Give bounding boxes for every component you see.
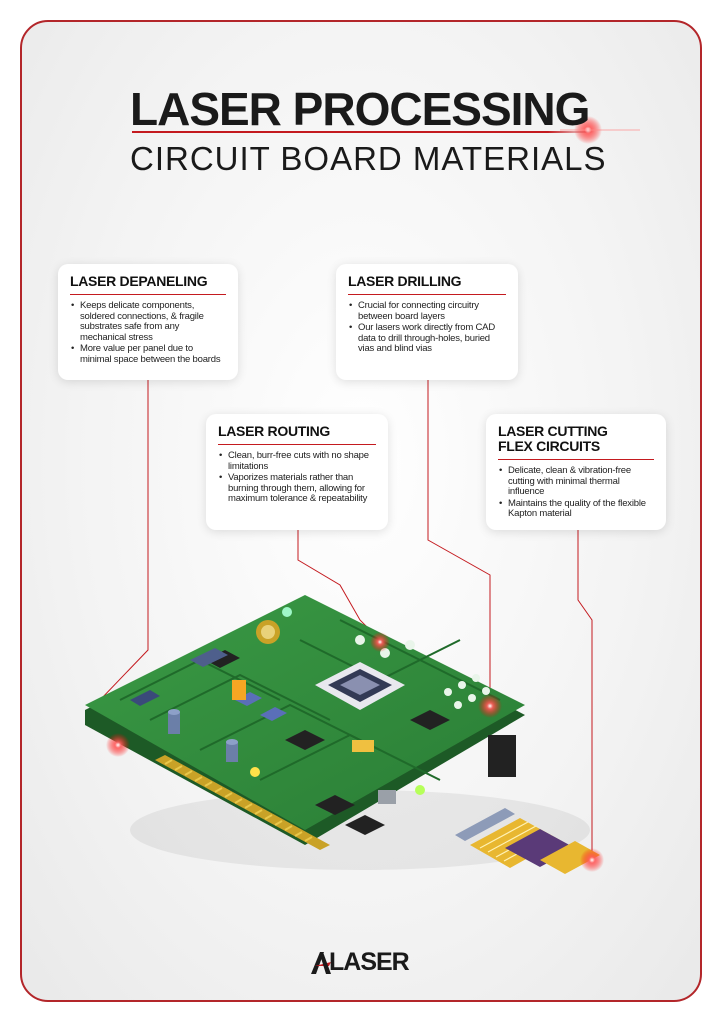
laser-flares: [106, 116, 640, 872]
page-title: LASER PROCESSING: [130, 83, 590, 135]
card-laser-depaneling: LASER DEPANELING Keeps delicate componen…: [58, 264, 238, 380]
bullet-list: Clean, burr-free cuts with no shape limi…: [218, 450, 376, 505]
page-subtitle: CIRCUIT BOARD MATERIALS: [130, 140, 607, 177]
list-item: Delicate, clean & vibration-free cutting…: [499, 465, 654, 498]
list-item: Vaporizes materials rather than burning …: [219, 472, 376, 505]
list-item: Clean, burr-free cuts with no shape limi…: [219, 450, 376, 472]
card-heading: LASER DRILLING: [348, 274, 506, 295]
card-heading-line2: FLEX CIRCUITS: [498, 438, 600, 454]
ic-chips: [205, 650, 450, 835]
card-laser-cutting-flex: LASER CUTTING FLEX CIRCUITS Delicate, cl…: [486, 414, 666, 530]
logo-text: LASER: [329, 948, 410, 976]
bullet-list: Keeps delicate components, soldered conn…: [70, 300, 226, 365]
logo-mark-icon: [311, 952, 331, 974]
title-underline: [132, 131, 594, 133]
small-components: [130, 607, 516, 804]
list-item: More value per panel due to minimal spac…: [71, 343, 226, 365]
list-item: Our lasers work directly from CAD data t…: [349, 322, 506, 355]
card-heading-line1: LASER CUTTING: [498, 423, 608, 439]
flex-circuit: [455, 808, 600, 874]
bullet-list: Crucial for connecting circuitry between…: [348, 300, 506, 355]
list-item: Keeps delicate components, soldered conn…: [71, 300, 226, 343]
card-heading: LASER CUTTING FLEX CIRCUITS: [498, 424, 654, 460]
gold-edge-connector: [155, 755, 330, 850]
drilled-holes: [355, 635, 490, 709]
card-heading: LASER ROUTING: [218, 424, 376, 445]
list-item: Crucial for connecting circuitry between…: [349, 300, 506, 322]
drilling-connector: [427, 380, 491, 705]
flex-connector: [577, 530, 593, 860]
card-laser-drilling: LASER DRILLING Crucial for connecting ci…: [336, 264, 518, 380]
alaser-logo: LASER: [309, 948, 419, 978]
main-processor-chip: [315, 662, 405, 710]
bullet-list: Delicate, clean & vibration-free cutting…: [498, 465, 654, 520]
list-item: Maintains the quality of the flexible Ka…: [499, 498, 654, 520]
card-heading: LASER DEPANELING: [70, 274, 226, 295]
card-laser-routing: LASER ROUTING Clean, burr-free cuts with…: [206, 414, 388, 530]
